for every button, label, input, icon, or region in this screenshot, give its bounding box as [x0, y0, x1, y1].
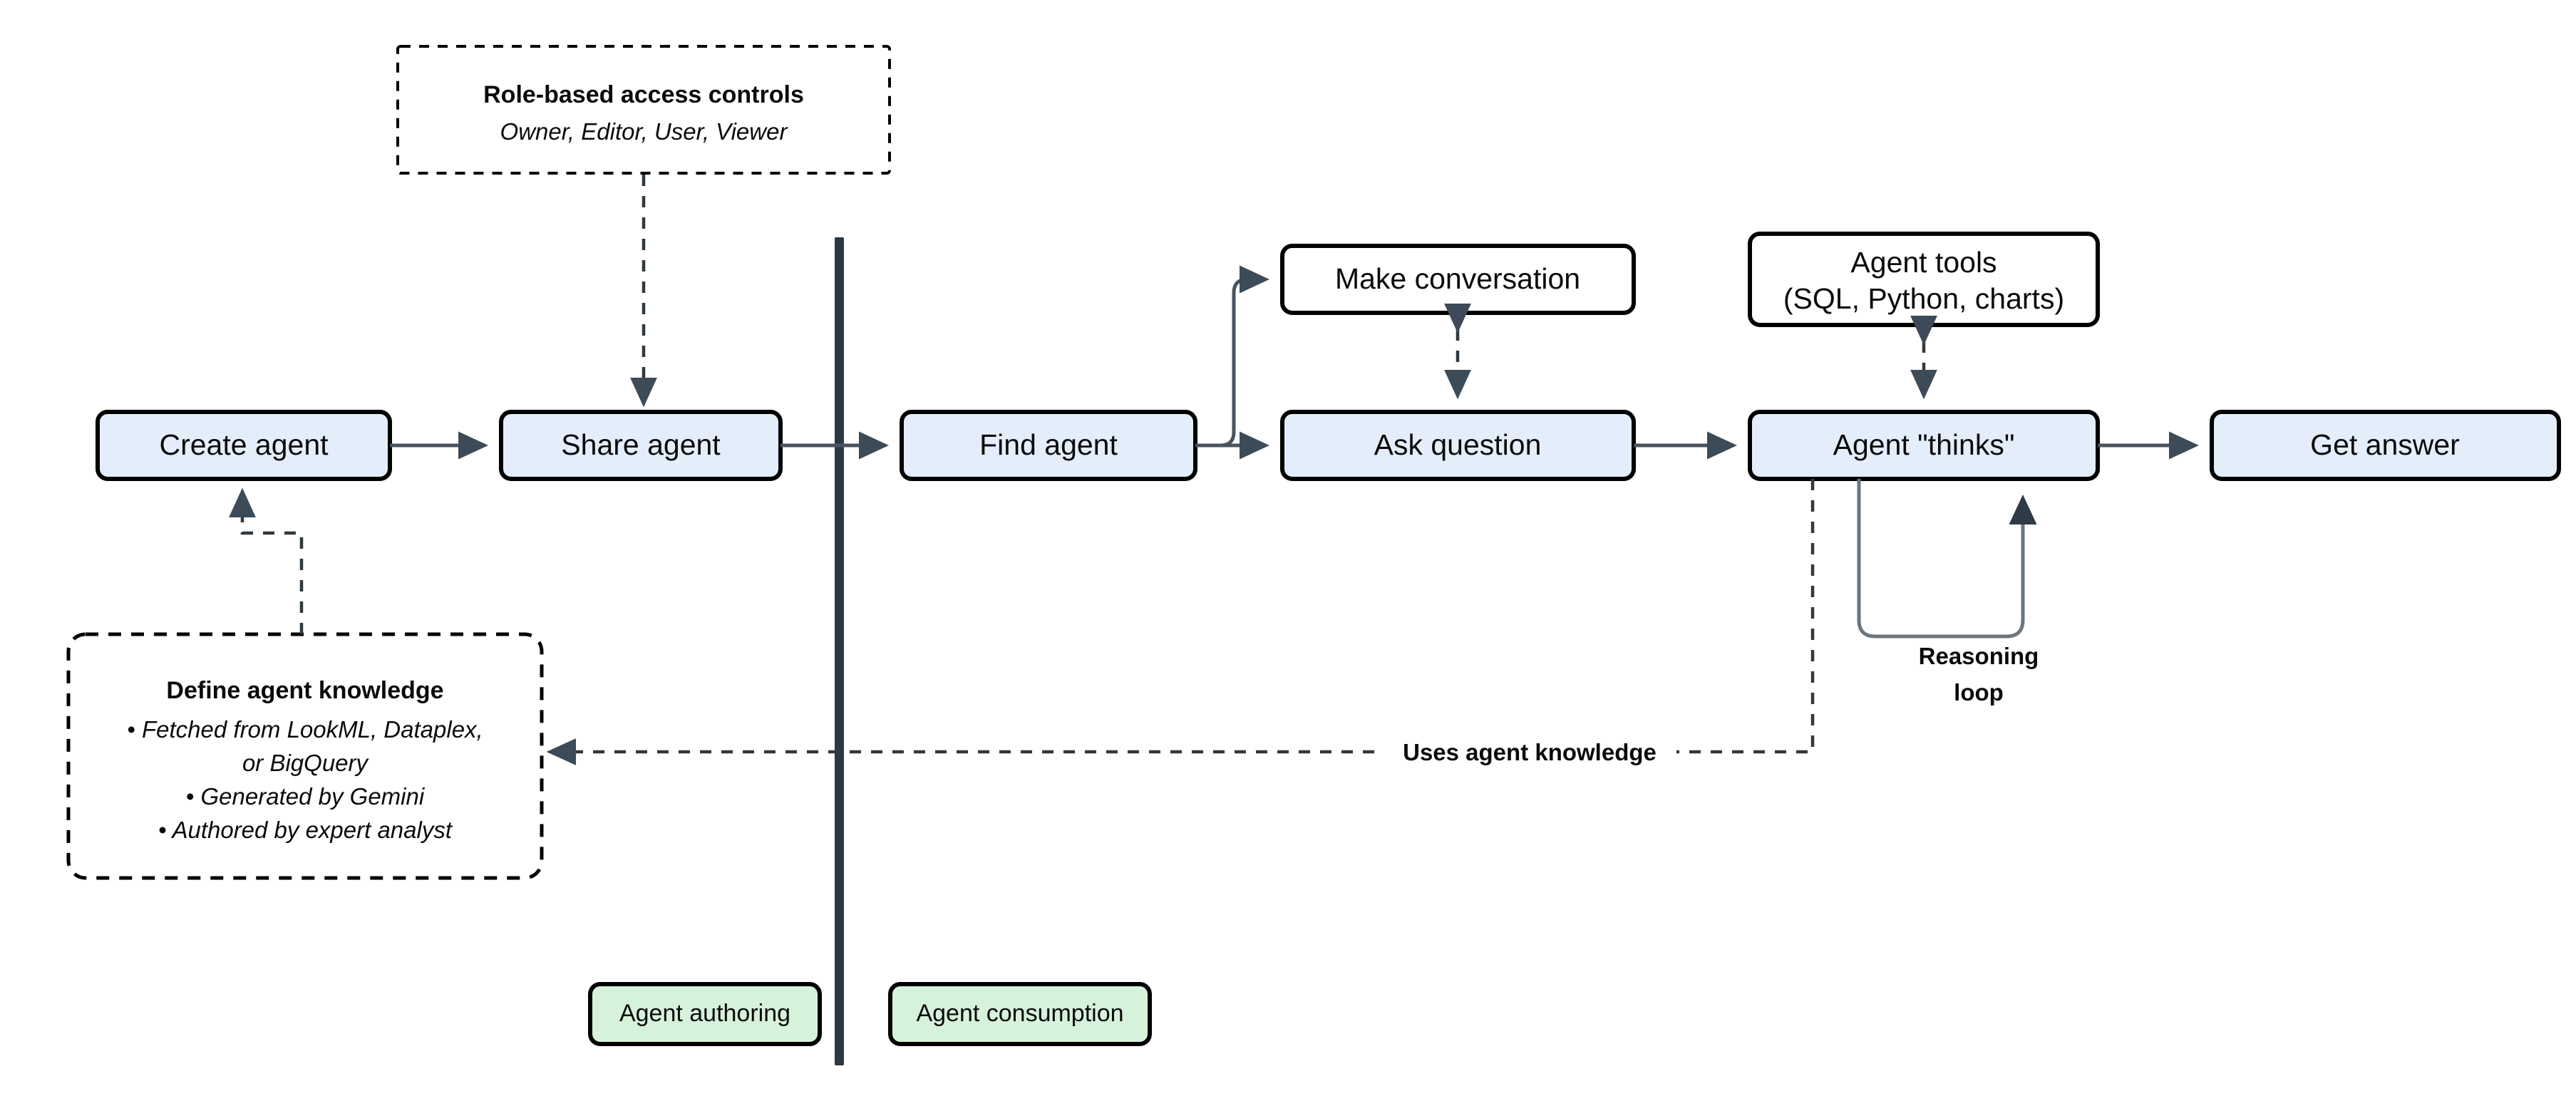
uses-agent-knowledge-label: Uses agent knowledge — [1403, 739, 1657, 765]
create-agent-label: Create agent — [159, 428, 329, 461]
node-find-agent[interactable]: Find agent — [900, 410, 1197, 481]
node-ask-question[interactable]: Ask question — [1280, 410, 1636, 481]
node-agent-tools[interactable]: Agent tools (SQL, Python, charts) — [1748, 232, 2100, 327]
ask-question-label: Ask question — [1374, 428, 1542, 461]
node-get-answer[interactable]: Get answer — [2210, 410, 2561, 481]
rbac-note-box — [396, 45, 891, 175]
legend-consumption-label: Agent consumption — [916, 1000, 1123, 1027]
agent-thinks-label: Agent "thinks" — [1833, 428, 2015, 461]
agent-tools-label-line2: (SQL, Python, charts) — [1783, 282, 2064, 315]
reasoning-loop-label-line2: loop — [1954, 679, 2004, 706]
legend-authoring-label: Agent authoring — [619, 1000, 790, 1027]
rbac-note-title: Role-based access controls — [483, 81, 804, 108]
get-answer-label: Get answer — [2310, 428, 2460, 461]
edge-find-to-make-conversation — [1195, 265, 1269, 448]
knowledge-note-bullet-1: or BigQuery — [242, 750, 370, 776]
knowledge-note-box — [66, 632, 544, 880]
node-share-agent[interactable]: Share agent — [499, 410, 783, 481]
edge-reasoning-loop — [1857, 479, 2037, 639]
knowledge-note-bullet-3: • Authored by expert analyst — [158, 817, 453, 843]
share-agent-label: Share agent — [561, 428, 721, 461]
reasoning-loop-label-line1: Reasoning — [1919, 643, 2039, 669]
find-agent-label: Find agent — [979, 428, 1118, 461]
rbac-note-subtitle: Owner, Editor, User, Viewer — [500, 118, 789, 145]
make-conversation-label: Make conversation — [1335, 262, 1580, 295]
note-define-agent-knowledge: Define agent knowledge • Fetched from Lo… — [66, 632, 544, 880]
note-rbac: Role-based access controls Owner, Editor… — [396, 45, 891, 175]
legend-agent-consumption[interactable]: Agent consumption — [888, 982, 1152, 1046]
edge-knowledge-to-create-agent — [229, 487, 304, 634]
knowledge-note-bullet-2: • Generated by Gemini — [186, 783, 426, 810]
legend-consumption-box[interactable] — [888, 982, 1152, 1046]
knowledge-note-bullet-0: • Fetched from LookML, Dataplex, — [127, 716, 483, 743]
edge-uses-knowledge-right — [1676, 479, 1815, 754]
agent-tools-label-line1: Agent tools — [1850, 246, 1997, 279]
node-agent-thinks[interactable]: Agent "thinks" — [1748, 410, 2100, 481]
node-create-agent[interactable]: Create agent — [96, 410, 392, 481]
section-divider — [835, 237, 844, 1065]
legend-authoring-box[interactable] — [588, 982, 822, 1046]
node-make-conversation[interactable]: Make conversation — [1280, 244, 1636, 315]
knowledge-note-title: Define agent knowledge — [166, 677, 443, 704]
get-answer-box[interactable] — [2210, 410, 2561, 481]
legend-agent-authoring[interactable]: Agent authoring — [588, 982, 822, 1046]
